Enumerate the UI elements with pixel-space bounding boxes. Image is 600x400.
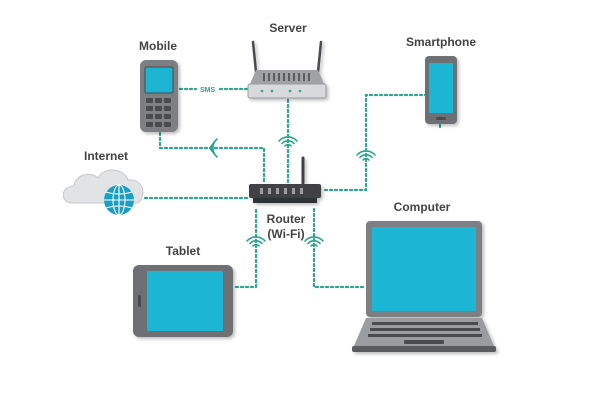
laptop-icon: [352, 221, 496, 352]
node-label-tablet: Tablet: [166, 244, 200, 258]
edge-computer-router: [312, 207, 368, 289]
router-icon: [249, 156, 321, 203]
node-computer: Computer: [352, 200, 496, 352]
wifi-signal-icon: [304, 236, 324, 247]
node-label-router-sub: (Wi-Fi): [267, 227, 304, 241]
node-label-router: Router: [267, 212, 306, 226]
node-mobile: Mobile: [139, 39, 178, 132]
node-label-internet: Internet: [84, 149, 128, 163]
wifi-signal-icon: [209, 138, 218, 158]
edge-mobile-router: [158, 131, 266, 185]
node-label-smartphone: Smartphone: [406, 35, 476, 49]
wifi-signal-icon: [246, 236, 266, 247]
wifi-signal-icon: [356, 150, 376, 161]
edge-label-sms: SMS: [200, 87, 216, 94]
node-label-computer: Computer: [394, 200, 451, 214]
smartphone-icon: [425, 56, 457, 124]
node-tablet: Tablet: [133, 244, 233, 337]
node-smartphone: Smartphone: [406, 35, 476, 124]
node-label-server: Server: [269, 21, 307, 35]
cloud-globe-icon: [62, 169, 144, 216]
server-icon: [247, 40, 327, 99]
node-label-mobile: Mobile: [139, 39, 177, 53]
tablet-icon: [133, 265, 233, 337]
edge-tablet-router: [234, 207, 258, 289]
edge-smartphone-router: [320, 93, 442, 192]
node-server: Server: [247, 21, 327, 99]
wifi-signal-icon: [278, 136, 298, 147]
node-internet: Internet: [62, 149, 144, 216]
mobile-phone-icon: [140, 60, 178, 132]
node-router: Router (Wi-Fi): [249, 156, 321, 241]
